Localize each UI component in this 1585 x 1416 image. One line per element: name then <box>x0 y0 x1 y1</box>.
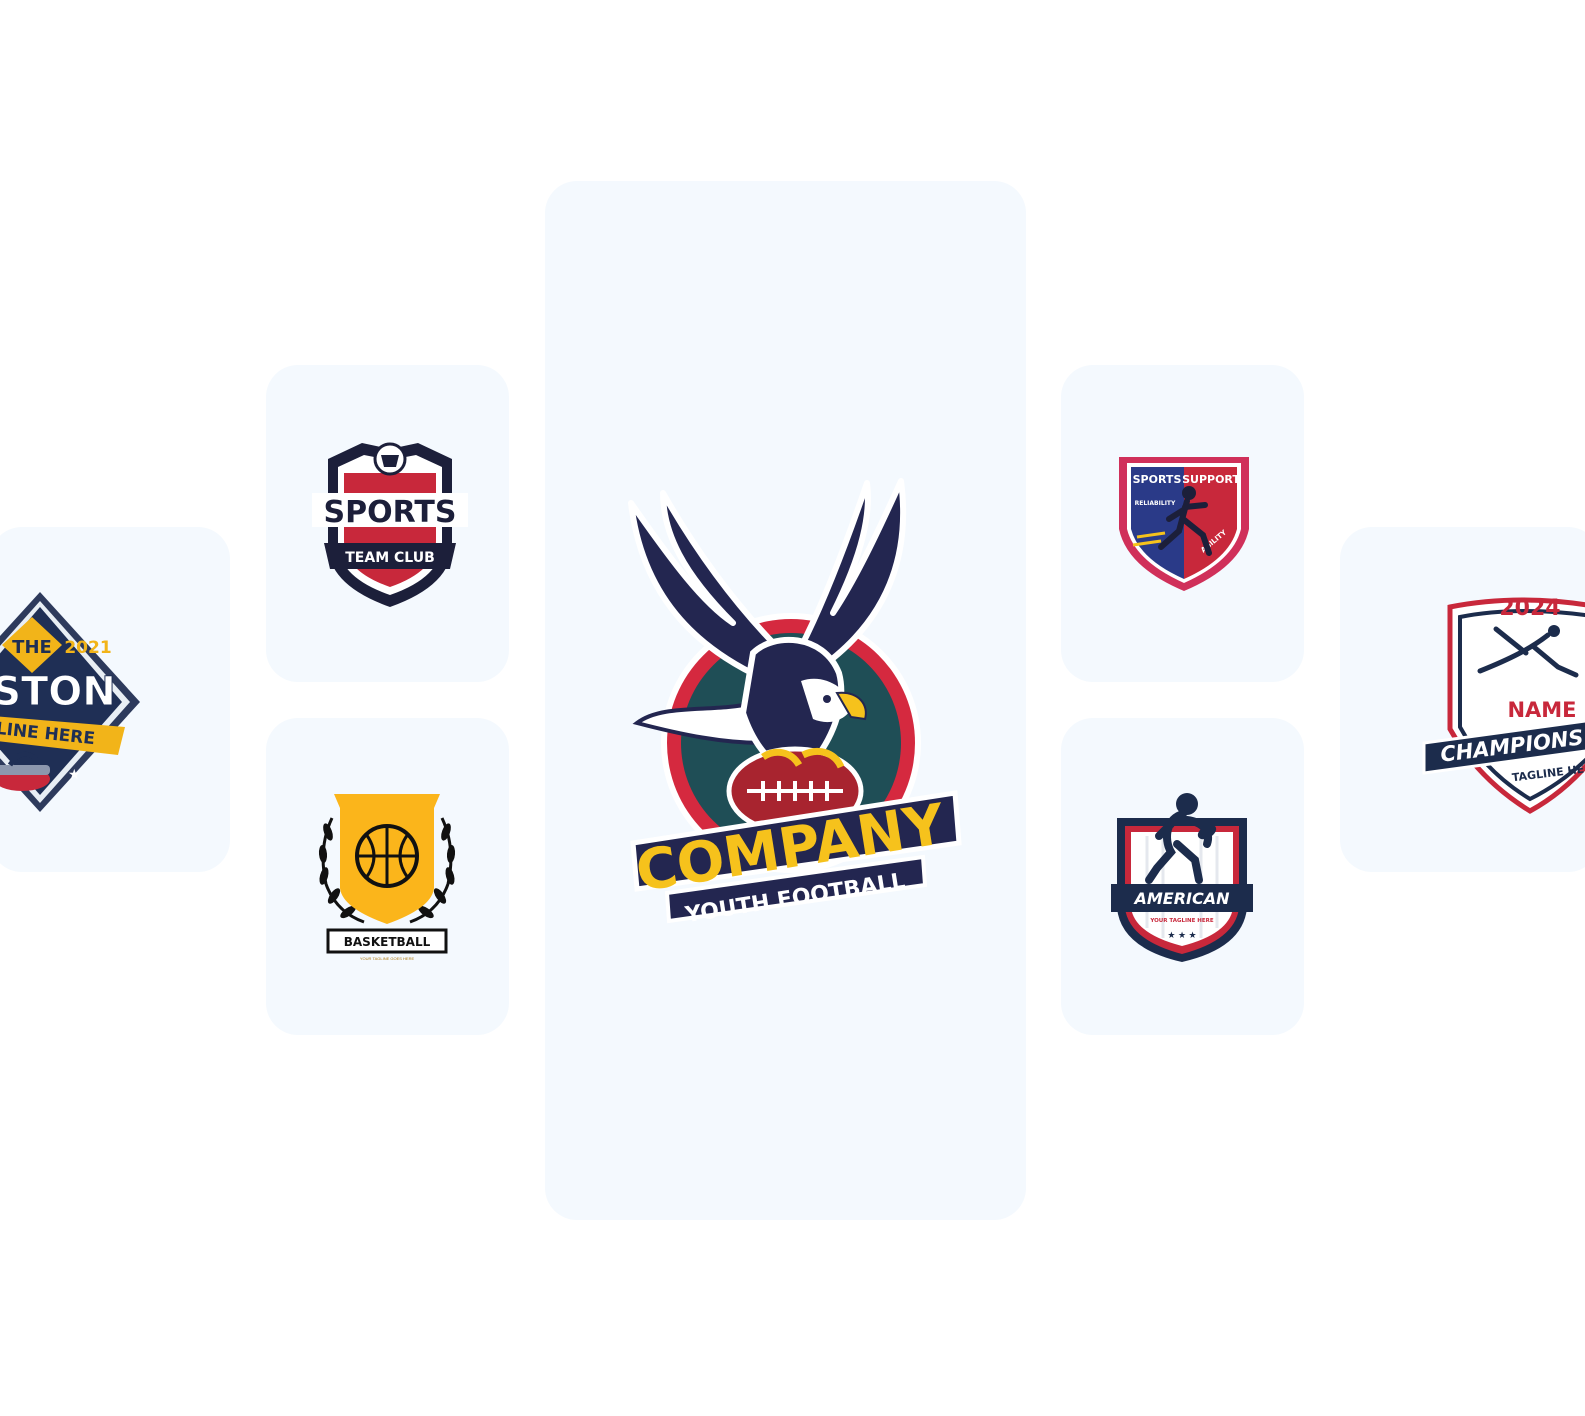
logo-card-company-youth-football[interactable]: COMPANY YOUTH FOOTBALL <box>545 181 1026 1220</box>
sports-title: SPORTS <box>324 495 457 530</box>
american-title: AMERICAN <box>1132 889 1230 908</box>
logo-card-curling[interactable]: THE 2021 STON LINE HERE ★ <box>0 527 230 872</box>
svg-text:★: ★ <box>68 766 81 782</box>
sports-support-emblem: SPORTS SUPPORT RELIABILITY AGILITY <box>1119 457 1249 591</box>
logo-card-sports-support[interactable]: SPORTS SUPPORT RELIABILITY AGILITY <box>1061 365 1304 682</box>
gym-name: NAME <box>1507 698 1576 722</box>
curling-emblem: THE 2021 STON LINE HERE ★ <box>0 592 140 812</box>
logo-card-sports-team-club[interactable]: SPORTS TEAM CLUB <box>266 365 509 682</box>
gymnastics-emblem: 2024 NAME CHAMPIONS TAGLINE HE <box>1422 596 1585 814</box>
logo-card-american[interactable]: AMERICAN YOUR TAGLINE HERE ★ ★ ★ <box>1061 718 1304 1035</box>
basketball-tagline: YOUR TAGLINE GOES HERE <box>360 956 415 961</box>
logo-card-gymnastics-championship[interactable]: 2024 NAME CHAMPIONS TAGLINE HE <box>1340 527 1585 872</box>
curling-year: 2021 <box>64 638 111 658</box>
american-tagline: YOUR TAGLINE HERE <box>1149 918 1214 924</box>
support-right: SUPPORT <box>1182 473 1240 486</box>
sports-team-club-emblem: SPORTS TEAM CLUB <box>312 442 468 607</box>
eagle-football-emblem: COMPANY YOUTH FOOTBALL <box>628 478 962 928</box>
american-football-emblem: AMERICAN YOUR TAGLINE HERE ★ ★ ★ <box>1111 793 1253 962</box>
logo-card-basketball[interactable]: BASKETBALL YOUR TAGLINE GOES HERE <box>266 718 509 1035</box>
support-left: SPORTS <box>1133 473 1182 486</box>
basketball-emblem: BASKETBALL YOUR TAGLINE GOES HERE <box>318 794 456 961</box>
basketball-label: BASKETBALL <box>344 935 431 949</box>
support-left-small: RELIABILITY <box>1135 500 1176 507</box>
gym-year: 2024 <box>1499 596 1560 621</box>
curling-the: THE <box>12 637 52 658</box>
svg-text:★ ★ ★: ★ ★ ★ <box>1167 930 1196 940</box>
curling-name: STON <box>0 669 116 715</box>
sports-subtitle: TEAM CLUB <box>345 550 435 566</box>
